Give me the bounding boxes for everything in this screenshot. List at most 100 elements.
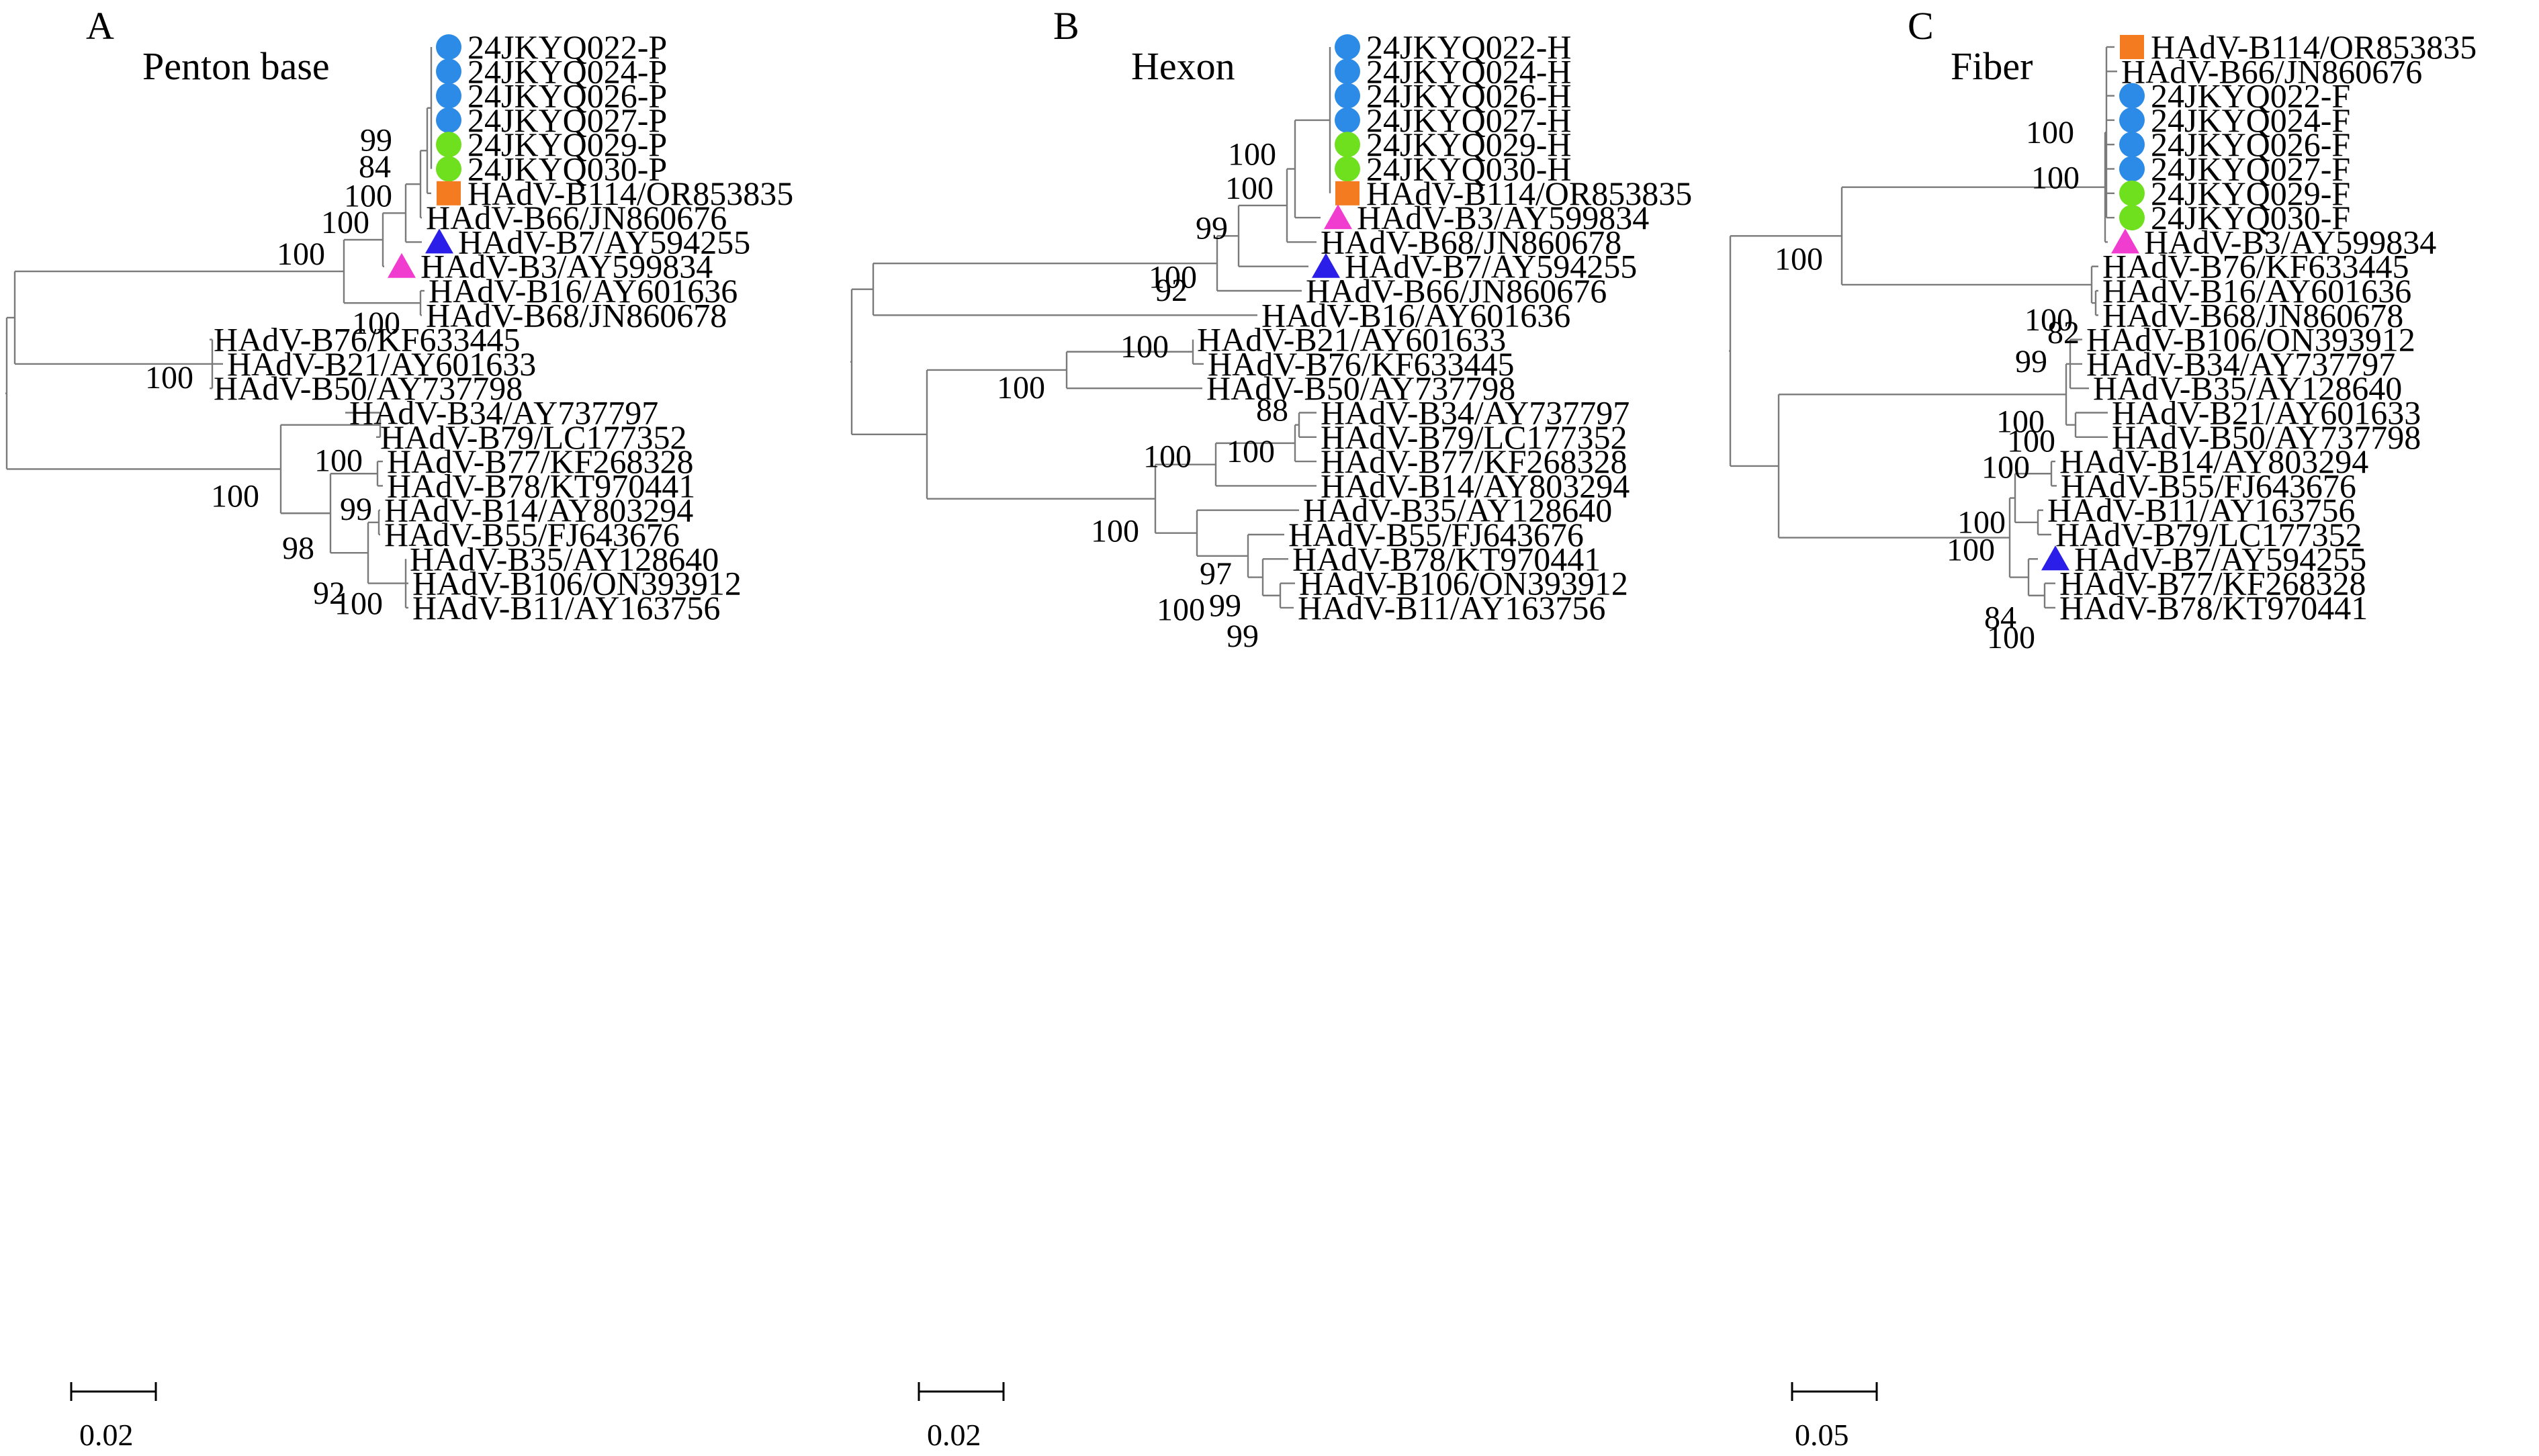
leaf-label: HAdV-B106/ON393912: [412, 565, 742, 602]
leaf-label: HAdV-B78/KT970441: [387, 467, 695, 504]
bootstrap-value: 99: [2015, 344, 2047, 379]
leaf-label: 24JKYQ022-F: [2151, 77, 2350, 115]
bootstrap-value: 100: [997, 370, 1045, 406]
scale-bar: 0.05: [1791, 1382, 1878, 1452]
blue-circle-marker: [1335, 34, 1360, 60]
bootstrap-value: 99: [340, 492, 372, 527]
leaf-label: HAdV-B79/LC177352: [380, 418, 687, 456]
leaf-label: HAdV-B76/KF633445: [2102, 248, 2409, 285]
leaf-label: 24JKYQ024-P: [467, 52, 667, 90]
leaf-label: HAdV-B55/FJ643676: [2061, 467, 2356, 504]
leaf-label: 24JKYQ029-H: [1366, 126, 1572, 163]
green-circle-marker: [1335, 156, 1360, 182]
panel-letter: A: [86, 4, 114, 48]
panel-letter: C: [1908, 4, 1934, 48]
leaf-label: HAdV-B114/OR853835: [1366, 175, 1692, 212]
leaf-label: HAdV-B79/LC177352: [1321, 418, 1628, 456]
bootstrap-value: 100: [1149, 260, 1197, 295]
blue-circle-marker: [1335, 107, 1360, 133]
leaf-label: 24JKYQ026-H: [1366, 77, 1572, 115]
leaf-label: HAdV-B68/JN860678: [2102, 296, 2403, 334]
bootstrap-value: 100: [335, 586, 383, 622]
scale-bar-label: 0.05: [1795, 1418, 1849, 1452]
leaf-label: 24JKYQ029-F: [2151, 175, 2350, 212]
leaf-label: 24JKYQ024-H: [1366, 52, 1572, 90]
leaf-label: HAdV-B77/KF268328: [1321, 443, 1628, 480]
leaf-label: HAdV-B14/AY803294: [2059, 443, 2368, 480]
bootstrap-value: 100: [2007, 424, 2055, 459]
leaf-label: HAdV-B21/AY601633: [1197, 321, 1506, 359]
leaf-label: HAdV-B78/KT970441: [2059, 589, 2368, 627]
leaf-label: 24JKYQ030-F: [2151, 199, 2350, 236]
bootstrap-value: 100: [2024, 302, 2073, 338]
panel-c-fiber-tree: C Fiber HAdV-B114/OR853835HAdV-B66/JN860…: [1729, 4, 2477, 1452]
leaf-label: HAdV-B7/AY594255: [458, 223, 750, 261]
bootstrap-value: 100: [1143, 439, 1192, 475]
bootstrap-value: 100: [2026, 115, 2074, 150]
leaf-label: HAdV-B66/JN860676: [2121, 52, 2422, 90]
bootstrap-value: 100: [145, 360, 193, 396]
blue-circle-marker: [2119, 132, 2145, 158]
tree-branches: [850, 47, 1331, 609]
bootstrap-value: 100: [1775, 241, 1823, 277]
bootstrap-value: 100: [1947, 533, 1995, 568]
scale-bar-label: 0.02: [79, 1418, 134, 1452]
leaf-label: 24JKYQ026-F: [2151, 126, 2350, 163]
leaf-label: 24JKYQ022-P: [467, 28, 667, 66]
orange-square-marker: [2120, 35, 2144, 59]
bootstrap-value: 100: [1996, 404, 2045, 439]
leaf-label: HAdV-B16/AY601636: [429, 272, 738, 310]
leaf-label: 24JKYQ027-F: [2151, 150, 2350, 188]
leaf-label: HAdV-B16/AY601636: [2102, 272, 2411, 310]
leaf-label: HAdV-B7/AY594255: [2074, 540, 2366, 578]
bootstrap-value: 88: [1256, 393, 1288, 428]
leaf-label: HAdV-B35/AY128640: [2093, 369, 2402, 407]
bootstrap-value: 100: [1957, 505, 2006, 541]
leaf-label: HAdV-B76/KF633445: [1208, 345, 1515, 383]
leaf-label: HAdV-B106/ON393912: [2086, 321, 2415, 359]
blue-triangle-marker: [2041, 545, 2069, 571]
panel-a-penton-base-tree: A Penton base 24JKYQ022-P24JKYQ024-P24JK…: [5, 4, 793, 1452]
bootstrap-value: 98: [282, 531, 314, 566]
leaf-label: HAdV-B77/KF268328: [387, 443, 694, 480]
bootstrap-value: 92: [1155, 273, 1188, 308]
leaf-label: HAdV-B11/AY163756: [2047, 492, 2355, 529]
blue-triangle-marker: [1312, 253, 1340, 278]
panel-title: Penton base: [142, 44, 330, 88]
leaf-label: HAdV-B106/ON393912: [1299, 565, 1628, 602]
leaf-label: HAdV-B68/JN860678: [1321, 223, 1621, 261]
panel-title: Hexon: [1131, 44, 1235, 88]
green-circle-marker: [2119, 180, 2145, 206]
bootstrap-value: 100: [321, 205, 369, 240]
leaf-label: HAdV-B3/AY599834: [420, 248, 713, 285]
leaf-label: HAdV-B114/OR853835: [467, 175, 793, 212]
magenta-triangle-marker: [1324, 204, 1352, 230]
magenta-triangle-marker: [2111, 228, 2139, 254]
bootstrap-value: 84: [359, 149, 391, 185]
green-circle-marker: [436, 132, 461, 158]
bootstrap-value: 100: [1120, 329, 1169, 365]
scale-bar: 0.02: [918, 1382, 1005, 1452]
bootstrap-value: 100: [352, 306, 400, 341]
magenta-triangle-marker: [388, 253, 416, 278]
leaf-label: HAdV-B14/AY803294: [384, 492, 693, 529]
leaf-label: HAdV-B50/AY737798: [214, 369, 523, 407]
leaf-label: HAdV-B3/AY599834: [1357, 199, 1649, 236]
bootstrap-value: 100: [211, 478, 259, 514]
leaf-label: 24JKYQ027-P: [467, 101, 667, 139]
orange-square-marker: [437, 181, 461, 206]
leaf-label: HAdV-B34/AY737797: [2086, 345, 2395, 383]
blue-circle-marker: [436, 58, 461, 85]
blue-circle-marker: [436, 83, 461, 109]
blue-circle-marker: [2119, 156, 2145, 182]
bootstrap-value: 100: [344, 178, 392, 214]
leaf-label: 24JKYQ027-H: [1366, 101, 1572, 139]
leaf-label: 24JKYQ026-P: [467, 77, 667, 115]
blue-circle-marker: [2119, 107, 2145, 133]
leaf-label: HAdV-B114/OR853835: [2151, 28, 2477, 66]
blue-circle-marker: [436, 107, 461, 133]
bootstrap-value: 100: [1987, 620, 2035, 655]
green-circle-marker: [2119, 205, 2145, 231]
